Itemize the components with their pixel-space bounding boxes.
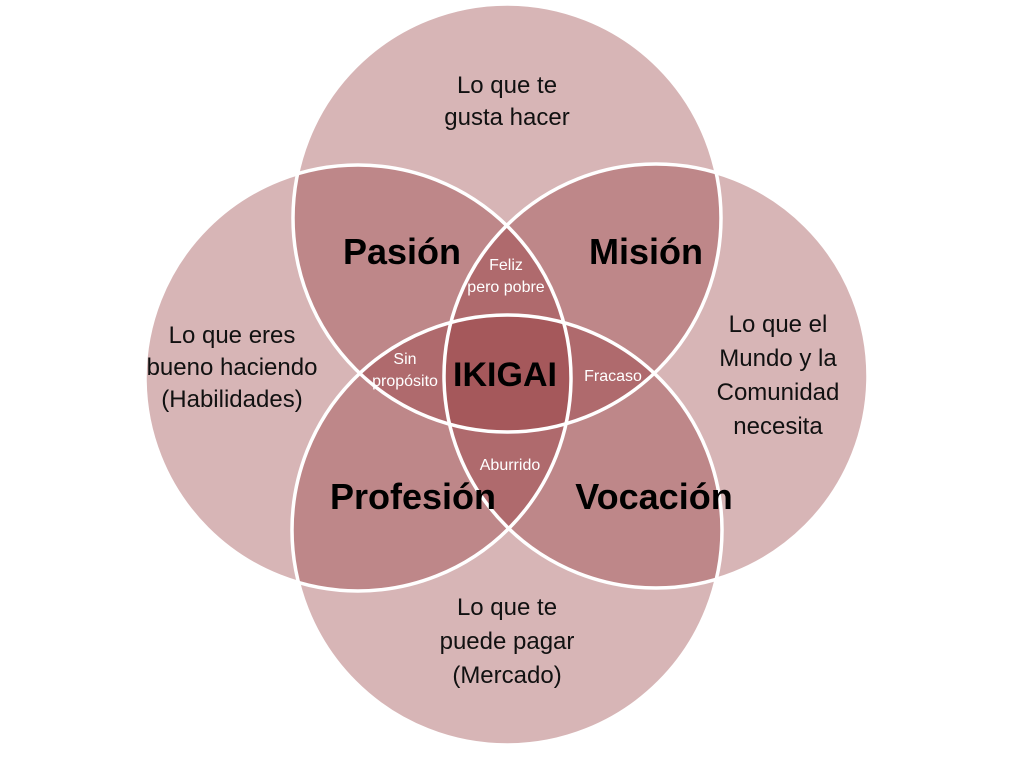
text-line: bueno haciendo: [146, 354, 318, 381]
circle-bottom-outline: [290, 313, 724, 747]
circle-top-outline: [291, 2, 723, 434]
text-line: Feliz: [489, 257, 523, 274]
label-feliz-pero-pobre: Feliz pero pobre: [467, 255, 544, 299]
text-line: pero pobre: [467, 279, 545, 296]
text-line: propósito: [372, 373, 438, 390]
text-line: Sin: [393, 351, 417, 368]
label-sin-proposito: Sin propósito: [372, 349, 438, 393]
label-aburrido: Aburrido: [479, 457, 541, 474]
text-line: (Habilidades): [161, 386, 303, 413]
text-line: Lo que el: [728, 311, 828, 338]
label-mercado: Lo que te puede pagar (Mercado): [440, 591, 575, 693]
circle-left: [145, 165, 571, 591]
label-profesion: Profesión: [329, 476, 497, 517]
label-vocacion: Vocación: [575, 476, 733, 517]
label-mision: Misión: [589, 231, 703, 272]
label-habilidades: Lo que eres bueno haciendo (Habilidades): [147, 320, 318, 416]
circle-top: [293, 4, 721, 432]
label-ikigai: IKIGAI: [453, 356, 557, 394]
circle-right-outline: [442, 162, 870, 590]
text-line: gusta hacer: [444, 104, 570, 131]
label-mundo-necesita: Lo que el Mundo y la Comunidad necesita: [717, 308, 840, 444]
text-line: Lo que eres: [168, 322, 296, 349]
label-pasion: Pasión: [342, 231, 462, 272]
label-gusta-hacer: Lo que te gusta hacer: [444, 70, 569, 134]
text-line: Lo que te: [456, 594, 558, 621]
text-line: necesita: [733, 413, 823, 440]
text-line: Lo que te: [456, 72, 558, 99]
label-fracaso: Fracaso: [584, 368, 642, 385]
text-line: (Mercado): [452, 662, 562, 689]
text-line: puede pagar: [439, 628, 575, 655]
circle-left-outline: [143, 163, 573, 593]
text-line: Mundo y la: [719, 345, 837, 372]
text-line: Comunidad: [716, 379, 840, 406]
